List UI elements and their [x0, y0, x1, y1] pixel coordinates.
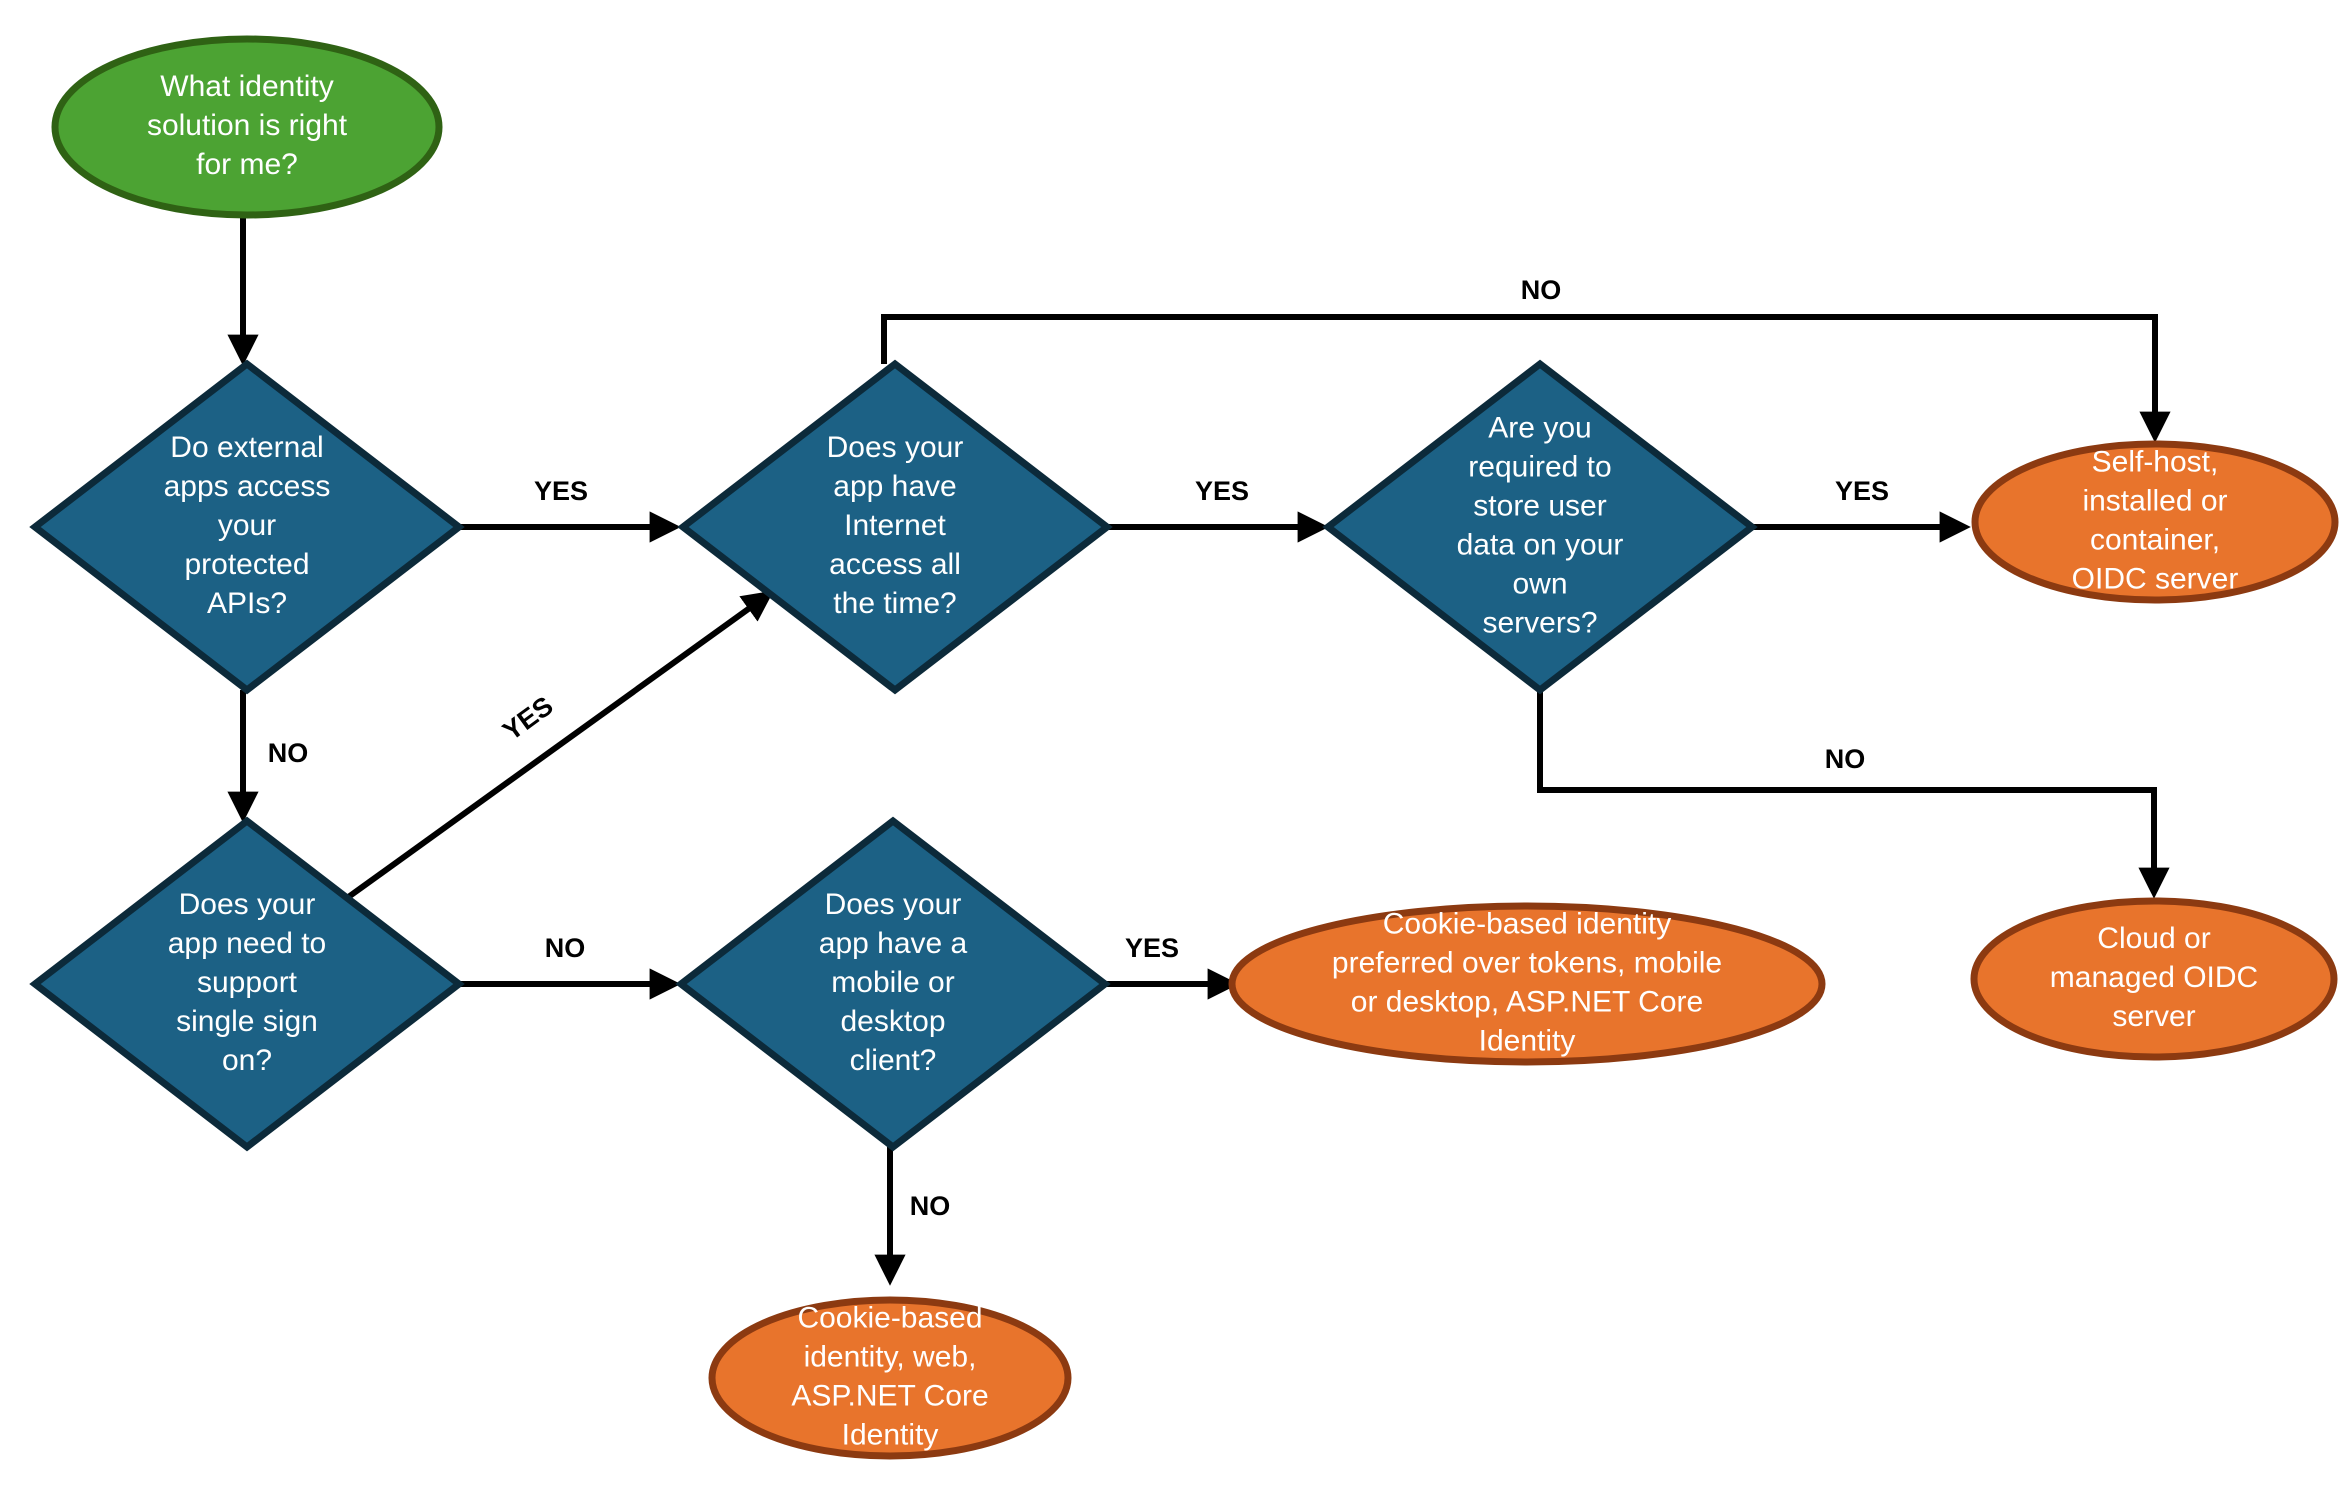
edge-store-user-data-no-label: NO — [1825, 744, 1866, 774]
edge-store-user-data-yes-label: YES — [1835, 476, 1889, 506]
decision-external-apps-shape — [29, 359, 465, 695]
edge-mobile-desktop-yes-label: YES — [1125, 933, 1179, 963]
edge-internet-access-yes-label: YES — [1195, 476, 1249, 506]
decision-mobile-desktop-client-shape — [675, 816, 1111, 1152]
edges-layer — [227, 216, 2171, 1286]
edge-external-apps-yes-label: YES — [534, 476, 588, 506]
decision-internet-access-shape — [677, 359, 1113, 695]
edge-single-sign-on-yes-label: YES — [497, 690, 558, 746]
edge-single-sign-on-no-label: NO — [545, 933, 586, 963]
edge-internet-access-no-label: NO — [1521, 275, 1562, 305]
outcome-cookie-identity-web-shape — [708, 1296, 1072, 1460]
decision-store-user-data-shape — [1322, 359, 1758, 695]
edge-mobile-desktop-no-label: NO — [910, 1191, 951, 1221]
edge-labels-layer: YES NO YES NO YES NO YES NO YES NO — [268, 275, 1889, 1221]
outcome-self-host-oidc-shape — [1971, 440, 2339, 604]
edge-internet-access-no — [881, 314, 2171, 443]
edge-external-apps-no-label: NO — [268, 738, 309, 768]
edge-store-user-data-no — [1537, 690, 2170, 899]
decision-single-sign-on-shape — [29, 816, 465, 1152]
start-node-shape — [51, 35, 443, 219]
edge-single-sign-on-yes — [345, 590, 774, 901]
outcome-cookie-identity-mobile-desktop-shape — [1228, 902, 1826, 1066]
outcome-cloud-managed-oidc-shape — [1970, 897, 2338, 1061]
